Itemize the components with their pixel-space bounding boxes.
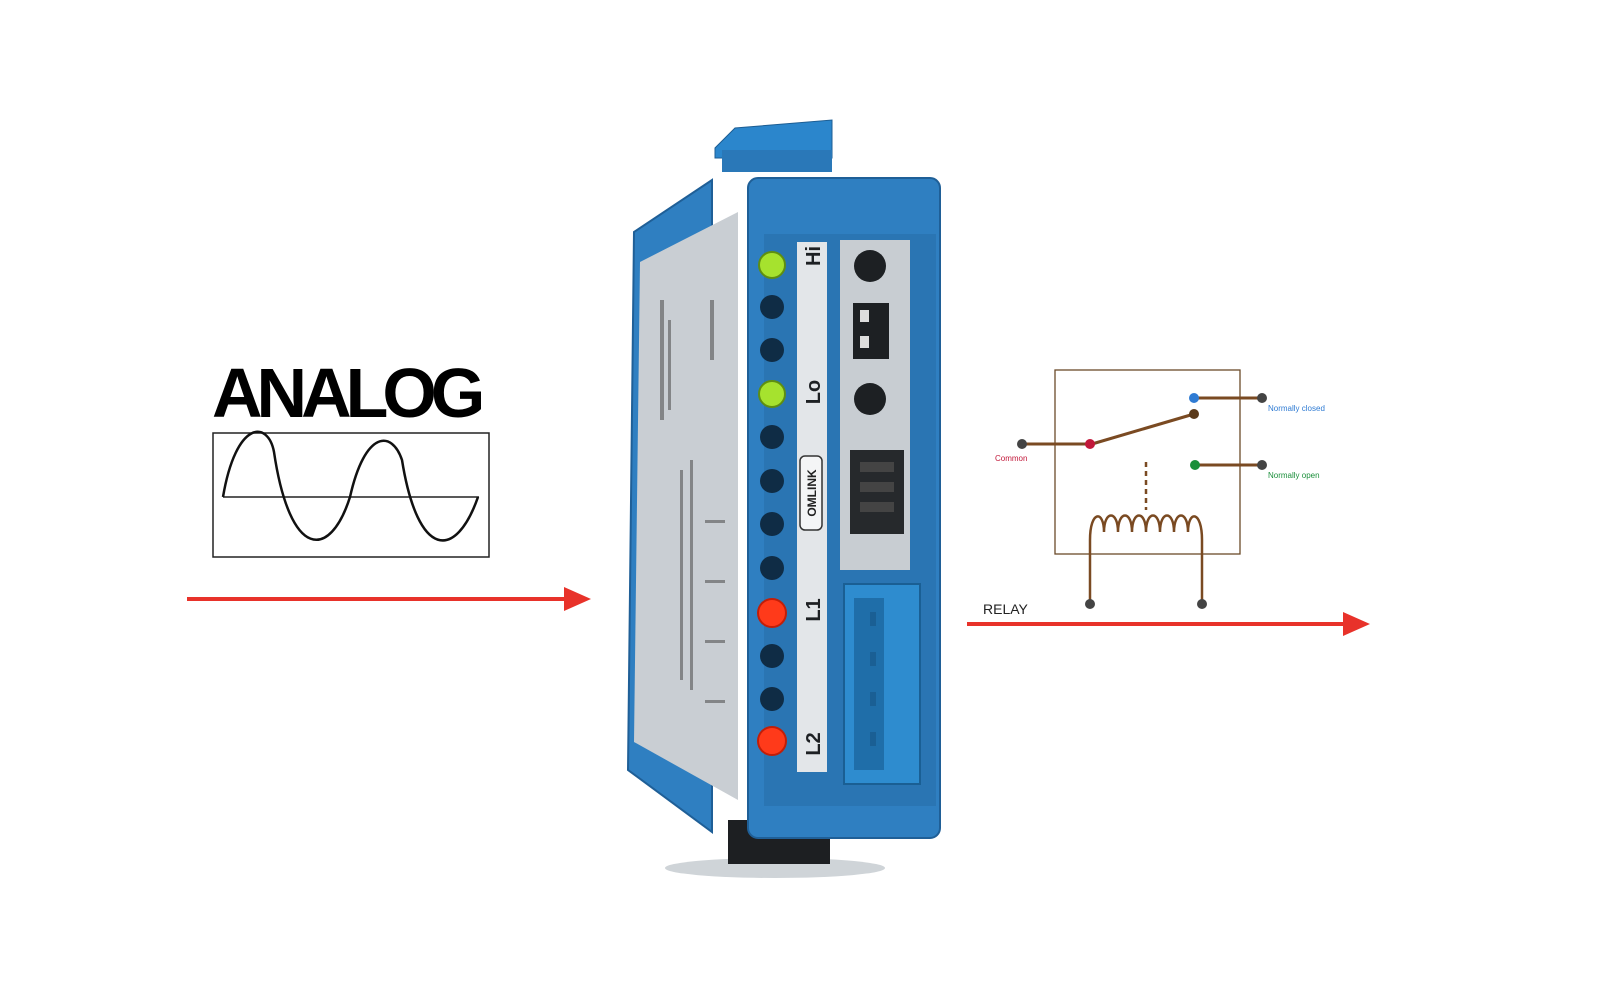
led-hi xyxy=(758,251,786,279)
led-l1 xyxy=(757,598,787,628)
led-column xyxy=(757,251,787,756)
output-arrow xyxy=(967,612,1370,636)
led-label-l2: L2 xyxy=(803,732,825,755)
led-label-lo: Lo xyxy=(803,380,825,404)
input-arrow xyxy=(187,587,591,611)
relay-normally-open-label: Normally open xyxy=(1268,471,1320,480)
relay-schematic: Common Normally closed Normally open xyxy=(995,369,1325,609)
analog-sine-wave-icon xyxy=(212,430,490,558)
relay-label: RELAY xyxy=(983,601,1029,617)
brand-badge: OMLINK xyxy=(805,469,819,517)
din-rail-module: Hi Lo L1 L2 OMLINK xyxy=(626,119,941,878)
led-l2 xyxy=(757,726,787,756)
led-lo xyxy=(758,380,786,408)
relay-common-label: Common xyxy=(995,454,1027,463)
relay-normally-closed-label: Normally closed xyxy=(1268,404,1325,413)
led-label-hi: Hi xyxy=(803,246,825,266)
analog-title: ANALOG xyxy=(212,354,485,432)
led-label-l1: L1 xyxy=(803,598,825,621)
